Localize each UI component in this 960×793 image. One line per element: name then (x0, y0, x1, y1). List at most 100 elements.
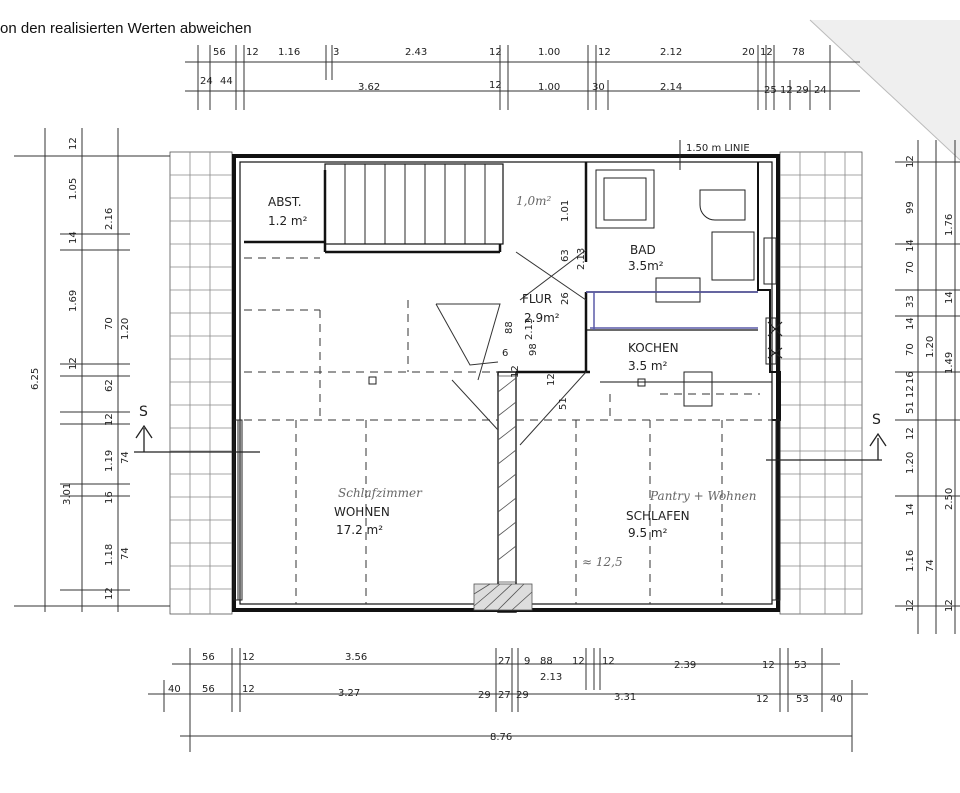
room-flur-name: FLUR (522, 292, 552, 306)
dim-label: 12 (760, 47, 773, 58)
dim-label: 12 (510, 365, 521, 378)
note-approx: ≈ 12,5 (582, 555, 623, 569)
dim-label: 1.76 (944, 214, 955, 236)
dim-label: 12 (602, 656, 615, 667)
dim-label: 2.13 (576, 248, 587, 270)
dim-label: 1.01 (560, 200, 571, 222)
dim-label: 3.31 (614, 692, 636, 703)
dim-label: 12 (489, 80, 502, 91)
room-labels: ABST. 1.2 m² BAD 3.5m² FLUR 2.9m² KOCHEN… (268, 143, 756, 569)
dim-label: 12 (246, 47, 259, 58)
room-bad-area: 3.5m² (628, 259, 664, 273)
dim-label: 70 (104, 317, 115, 330)
dim-label: 56 (202, 684, 215, 695)
dim-label: 26 (560, 292, 571, 305)
dim-label: 27 (498, 656, 511, 667)
colored-marks (586, 291, 758, 330)
dim-label: 3 (333, 47, 339, 58)
dim-label: 1.20 (905, 452, 916, 474)
dim-label: 1.19 (104, 450, 115, 472)
dim-label: 44 (220, 76, 233, 87)
dim-bottom-labels: 56 12 3.56 27 9 88 12 12 2.39 12 53 2.13… (168, 652, 843, 743)
dim-label: 1.49 (944, 352, 955, 374)
dim-label: 99 (905, 201, 916, 214)
dim-label: 24 (814, 85, 827, 96)
dim-label: 3.27 (338, 688, 360, 699)
dim-label: 6 (502, 348, 508, 359)
dim-label: 16 (104, 491, 115, 504)
room-wohnen-area: 17.2 m² (336, 523, 383, 537)
note-schlafzimmer: Schlafzimmer (338, 486, 423, 500)
section-marker-left (134, 424, 260, 453)
dim-label: 2.14 (660, 82, 682, 93)
dim-label: 12 (242, 652, 255, 663)
dim-label: 62 (104, 379, 115, 392)
dim-label: 70 (905, 343, 916, 356)
dim-label: 56 (202, 652, 215, 663)
dim-label: 12 (756, 694, 769, 705)
dim-label: 12 (762, 660, 775, 671)
dim-right-labels: 12 99 14 70 33 14 70 16 12 51 12 1.20 14… (905, 155, 955, 612)
dim-label: 88 (540, 656, 553, 667)
room-schlafen-area: 9.5 m² (628, 526, 668, 540)
dim-label: 1.16 (278, 47, 300, 58)
section-marker-right (766, 432, 887, 461)
dim-left (14, 128, 170, 612)
dim-label: 33 (905, 295, 916, 308)
dim-right (895, 140, 960, 634)
guide-lines (435, 249, 587, 446)
dim-label: 53 (796, 694, 809, 705)
dim-label: 14 (905, 503, 916, 516)
dim-label: 25 (764, 85, 777, 96)
dim-label: 12 (104, 587, 115, 600)
dim-label: 1.20 (120, 318, 131, 340)
dim-label: 1.69 (68, 290, 79, 312)
dim-label: 51 (558, 397, 569, 410)
dim-label: 51 (905, 401, 916, 414)
dim-label: 56 (213, 47, 226, 58)
dim-label: 2.39 (674, 660, 696, 671)
dim-label: 12 (905, 599, 916, 612)
dim-label: 70 (905, 261, 916, 274)
dim-label: 78 (792, 47, 805, 58)
room-bad-name: BAD (630, 243, 656, 257)
dim-label: 1.00 (538, 47, 560, 58)
dim-label: 29 (796, 85, 809, 96)
dim-label: 12 (780, 85, 793, 96)
bath-fixtures (595, 169, 783, 407)
inner-dims: 1.01 63 2.13 26 88 2.13 98 12 51 6 12 (502, 200, 587, 410)
note-pantry: Pantry + Wohnen (649, 489, 756, 503)
dim-label: 3.62 (358, 82, 380, 93)
dim-label: 63 (560, 249, 571, 262)
room-kochen-name: KOCHEN (628, 341, 679, 355)
dim-label: 12 (572, 656, 585, 667)
dim-label: 40 (830, 694, 843, 705)
dim-label: 29 (478, 690, 491, 701)
dim-label: 74 (925, 559, 936, 572)
dim-label: 9 (524, 656, 530, 667)
dim-label: 74 (120, 451, 131, 464)
dim-label: 88 (504, 321, 515, 334)
dim-label: 40 (168, 684, 181, 695)
dim-label: 1.00 (538, 82, 560, 93)
dim-label: 27 (498, 690, 511, 701)
section-mark-right: S (872, 412, 881, 428)
section-mark-left: S (139, 404, 148, 420)
dim-label: 14 (68, 231, 79, 244)
dim-label: 1.20 (925, 336, 936, 358)
dim-label: 1.05 (68, 178, 79, 200)
dim-label: 12 (104, 413, 115, 426)
room-abst-name: ABST. (268, 195, 302, 209)
dim-label: 14 (905, 317, 916, 330)
dim-label: 12 (598, 47, 611, 58)
dim-left-labels: 12 1.05 14 1.69 12 62 12 1.19 16 1.18 12… (30, 137, 131, 600)
dim-label: 53 (794, 660, 807, 671)
dim-label: 12 (905, 427, 916, 440)
dim-label: 12 (242, 684, 255, 695)
room-abst-area: 1.2 m² (268, 214, 308, 228)
dim-label: 14 (944, 291, 955, 304)
note-line: 1.50 m LINIE (686, 143, 750, 154)
dim-label: 14 (905, 239, 916, 252)
dim-label: 2.16 (104, 208, 115, 230)
dim-label: 2.13 (524, 318, 535, 340)
